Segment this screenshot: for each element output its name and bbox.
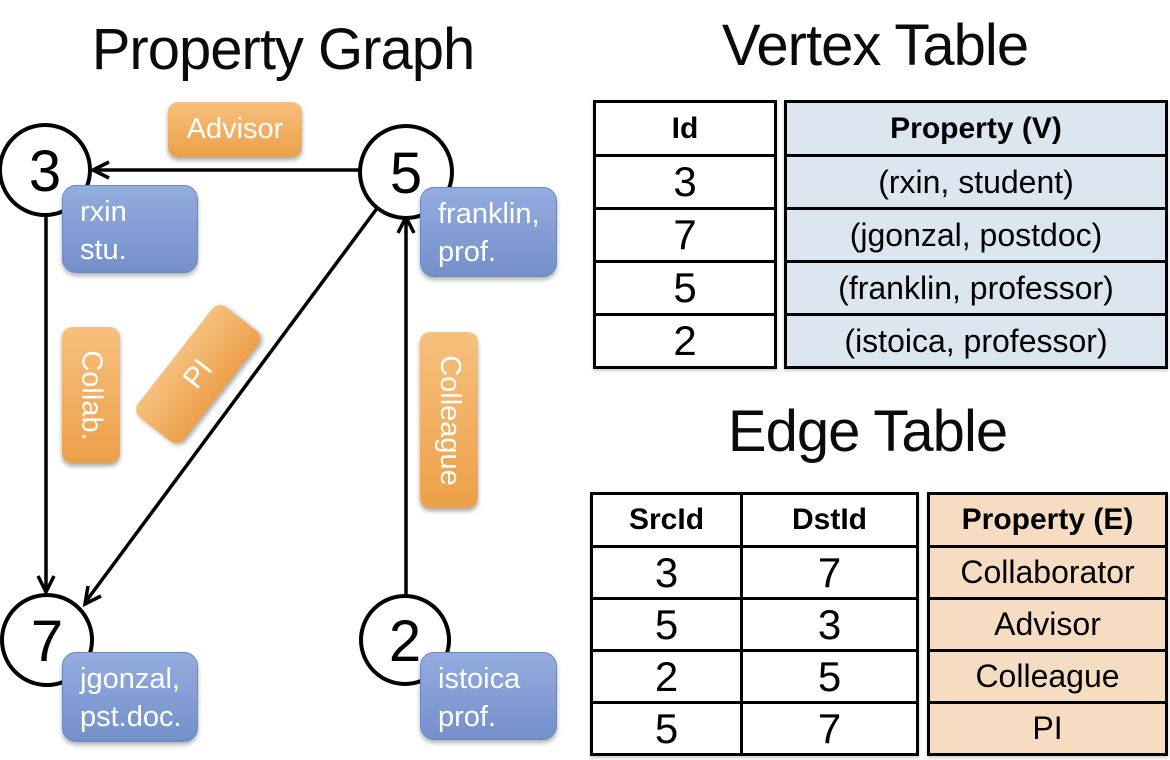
vertex-property-cell: (rxin, student) <box>787 157 1165 207</box>
vertex-card-3-line1: rxin <box>80 196 127 228</box>
edge-property-cell: Advisor <box>930 600 1165 649</box>
edge-src-cell: 3 <box>593 548 743 597</box>
node-id-5: 5 <box>390 141 422 206</box>
vertex-card-2: istoica prof. <box>420 652 557 740</box>
edge-srcid-header: SrcId <box>593 495 743 545</box>
vertex-card-3: rxin stu. <box>62 185 198 273</box>
vertex-id-cell: 3 <box>673 158 697 205</box>
vertex-property-cell: (istoica, professor) <box>787 316 1165 366</box>
vertex-id-cell: 7 <box>673 211 697 258</box>
edge-dstid-header: DstId <box>792 503 867 536</box>
edge-dst-cell: 7 <box>817 704 842 752</box>
edge-dst-cell: 3 <box>817 600 842 648</box>
vertex-card-7-line1: jgonzal, <box>80 663 180 695</box>
vertex-card-3-line2: stu. <box>80 234 127 266</box>
edge-label-colleague-text: Colleague <box>433 354 466 486</box>
edge-src-cell: 5 <box>593 704 743 753</box>
edge-line-5-7 <box>85 205 380 602</box>
vertex-card-5: franklin, prof. <box>420 187 557 277</box>
vertex-property-header: Property (V) <box>787 103 1165 154</box>
edge-table-title: Edge Table <box>727 399 1008 464</box>
edge-label-advisor-text: Advisor <box>186 113 284 145</box>
edge-label-pi-text: PI <box>176 353 219 395</box>
edge-label-advisor: Advisor <box>168 102 302 157</box>
vertex-table-id-column: Id 3 7 5 2 <box>593 100 777 369</box>
edge-dst-cell: 7 <box>817 548 842 596</box>
vertex-id-header: Id <box>671 111 699 145</box>
edge-label-collab: Collab. <box>62 327 120 463</box>
edge-property-cell: PI <box>930 704 1165 753</box>
property-graph-title: Property Graph <box>91 17 476 82</box>
vertex-card-7: jgonzal, pst.doc. <box>62 652 198 742</box>
edge-label-collab-text: Collab. <box>75 349 108 441</box>
edge-property-cell: Colleague <box>930 652 1165 701</box>
vertex-id-cell: 5 <box>673 264 697 311</box>
vertex-card-7-line2: pst.doc. <box>80 701 182 733</box>
arrowhead-into-3 <box>89 160 110 180</box>
edge-label-colleague: Colleague <box>420 332 478 508</box>
edge-src-cell: 2 <box>593 652 743 701</box>
vertex-id-cell: 2 <box>673 317 697 364</box>
arrowhead-into-7 <box>36 575 56 596</box>
vertex-property-cell: (jgonzal, postdoc) <box>787 210 1165 260</box>
node-id-2: 2 <box>389 609 421 674</box>
node-id-7: 7 <box>31 609 63 674</box>
arrowhead-into-7-diagonal <box>82 585 102 608</box>
vertex-table-property-column: Property (V) (rxin, student) (jgonzal, p… <box>784 100 1168 369</box>
vertex-card-5-line2: prof. <box>438 236 497 268</box>
vertex-card-2-line2: prof. <box>438 701 497 733</box>
edge-table-property-column: Property (E) Collaborator Advisor Collea… <box>927 492 1168 756</box>
edge-src-cell: 5 <box>593 600 743 649</box>
node-id-3: 3 <box>29 139 61 204</box>
vertex-card-5-line1: franklin, <box>438 198 540 230</box>
edge-dst-cell: 5 <box>817 652 842 700</box>
edge-property-header: Property (E) <box>930 495 1165 545</box>
vertex-table-title: Vertex Table <box>721 13 1029 78</box>
vertex-property-cell: (franklin, professor) <box>787 263 1165 313</box>
vertex-card-2-line1: istoica <box>438 663 521 695</box>
edge-property-cell: Collaborator <box>930 548 1165 597</box>
edge-table-id-columns: SrcId DstId 3 7 5 3 2 5 5 7 <box>590 492 919 756</box>
